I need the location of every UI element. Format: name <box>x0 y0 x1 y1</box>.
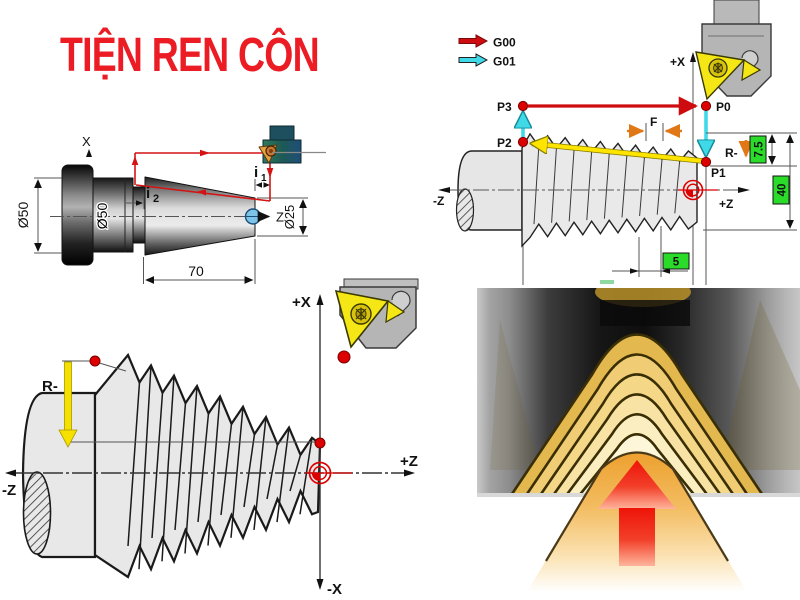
toolpath-arrow-left-icon <box>197 189 206 196</box>
length-70-label: 70 <box>188 263 204 279</box>
plus-x-arrow-icon <box>690 52 696 62</box>
dim-7-5-label: 7.5 <box>754 141 766 158</box>
point-p2 <box>517 136 529 148</box>
tip-point-dot <box>314 437 326 449</box>
plus-z-arrow-icon <box>738 187 750 193</box>
minus-x-label: -X <box>327 581 342 598</box>
dim-5-label: 5 <box>673 257 680 269</box>
threading-tool-icon-small <box>258 125 302 164</box>
legend: G00 G01 <box>458 34 516 69</box>
plus-z-label: +Z <box>719 197 733 211</box>
plus-z-label: +Z <box>400 453 418 470</box>
plus-x-label: +X <box>670 55 685 69</box>
p2-label: P2 <box>497 136 512 150</box>
point-p1 <box>700 156 712 168</box>
toolpath-arrow-right-icon <box>200 149 210 157</box>
thread-cycle-diagram: G00 G01 +X -Z +Z <box>433 0 797 285</box>
i1-label: i <box>254 164 258 181</box>
toolpath-arrow-down-icon <box>266 168 274 178</box>
minus-z-label: -Z <box>2 482 16 499</box>
thread-infeed-illustration <box>477 288 800 592</box>
x-axis-label: X <box>82 134 91 149</box>
shaft-end-hatch <box>22 471 52 555</box>
retract-r-label: R- <box>725 146 738 160</box>
title-text: TIỆN REN CÔN <box>60 28 319 83</box>
origin-target-icon <box>305 461 352 485</box>
p1-label: P1 <box>711 166 726 180</box>
cylinder-50 <box>92 177 134 253</box>
tool-tip-dot <box>337 350 351 364</box>
chuck-flange <box>61 164 94 266</box>
neck-step <box>132 186 146 244</box>
part-drawing: X Ø50 Ø50 Ø25 70 i 1 i 2 <box>15 125 326 284</box>
pitch-f-label: F <box>650 115 657 129</box>
point-p0 <box>700 100 712 112</box>
toolpath-arrow-up-icon <box>131 156 139 165</box>
taper-thread-axes-diagram: +X -X +Z -Z R- <box>2 278 419 598</box>
z-axis-label: Z <box>276 210 284 225</box>
dim-40-label: 40 <box>777 184 789 197</box>
p0-label: P0 <box>716 100 731 114</box>
minus-x-arrow-icon <box>316 579 324 590</box>
minus-z-arrow-icon <box>438 187 450 193</box>
i2-sub: 2 <box>153 193 159 205</box>
dia25-label: Ø25 <box>282 205 297 230</box>
x-axis-arrow-icon <box>86 149 92 157</box>
dia50-cylinder-label: Ø50 <box>94 203 110 230</box>
minus-z-label: -Z <box>433 194 444 208</box>
minus-z-arrow-icon <box>5 469 16 477</box>
shaft-end-hatch <box>455 188 475 232</box>
g01-arrow-icon <box>458 53 489 67</box>
plus-x-arrow-icon <box>316 294 324 305</box>
retract-arrow-icon <box>58 361 78 448</box>
i2-label: i <box>146 185 150 202</box>
threading-tool-holder <box>695 0 772 101</box>
retract-r-label: R- <box>42 378 58 395</box>
page-title: TIỆN REN CÔN <box>60 28 320 83</box>
p3-label: P3 <box>497 100 512 114</box>
origin-target-icon <box>678 179 718 201</box>
plus-z-arrow-icon <box>404 469 415 477</box>
dim-7-5-badge <box>749 135 767 164</box>
thread-helix-lines <box>533 146 681 225</box>
i1-sub: 1 <box>261 173 267 184</box>
g00-label: G00 <box>493 36 516 50</box>
dim-40-badge <box>772 175 790 205</box>
threading-tool-holder <box>334 278 419 364</box>
start-point-dot <box>89 355 101 367</box>
dim-5-badge <box>662 252 690 270</box>
g01-label: G01 <box>493 55 516 69</box>
cutting-pass-move <box>533 144 704 163</box>
plus-x-label: +X <box>292 294 311 311</box>
green-strip <box>600 280 614 284</box>
infeed-direction-arrow-icon <box>598 460 676 566</box>
g00-arrow-icon <box>458 34 489 48</box>
point-p3 <box>517 100 529 112</box>
dia50-outer-label: Ø50 <box>15 202 31 229</box>
tapered-thread <box>93 352 322 579</box>
